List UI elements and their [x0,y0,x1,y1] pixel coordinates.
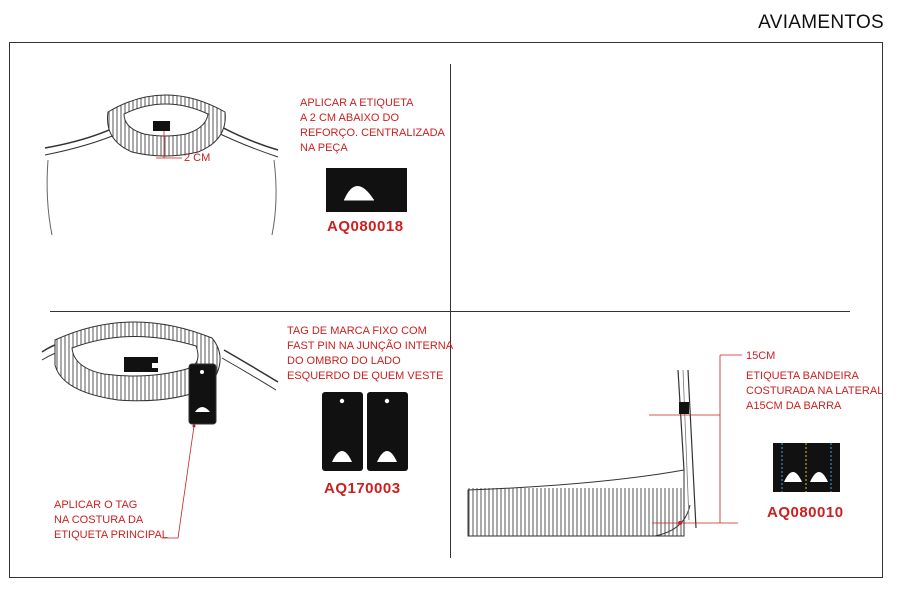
q3-secondary-instruction: APLICAR O TAG NA COSTURA DA ETIQUETA PRI… [54,499,168,541]
q1-measure: 2 CM [184,152,211,164]
page-title: AVIAMENTOS [758,12,884,33]
q1-code: AQ080018 [327,218,404,235]
q4-code: AQ080010 [767,504,844,521]
q3-instruction: TAG DE MARCA FIXO COM FAST PIN NA JUNÇÃO… [287,325,454,382]
q1-instruction: APLICAR A ETIQUETA A 2 CM ABAIXO DO REFO… [300,97,445,154]
horizontal-divider [50,311,850,312]
content-frame [9,42,883,578]
q3-code: AQ170003 [324,480,401,497]
q4-instruction: ETIQUETA BANDEIRA COSTURADA NA LATERAL A… [746,370,884,412]
q4-measure: 15CM [746,350,776,362]
